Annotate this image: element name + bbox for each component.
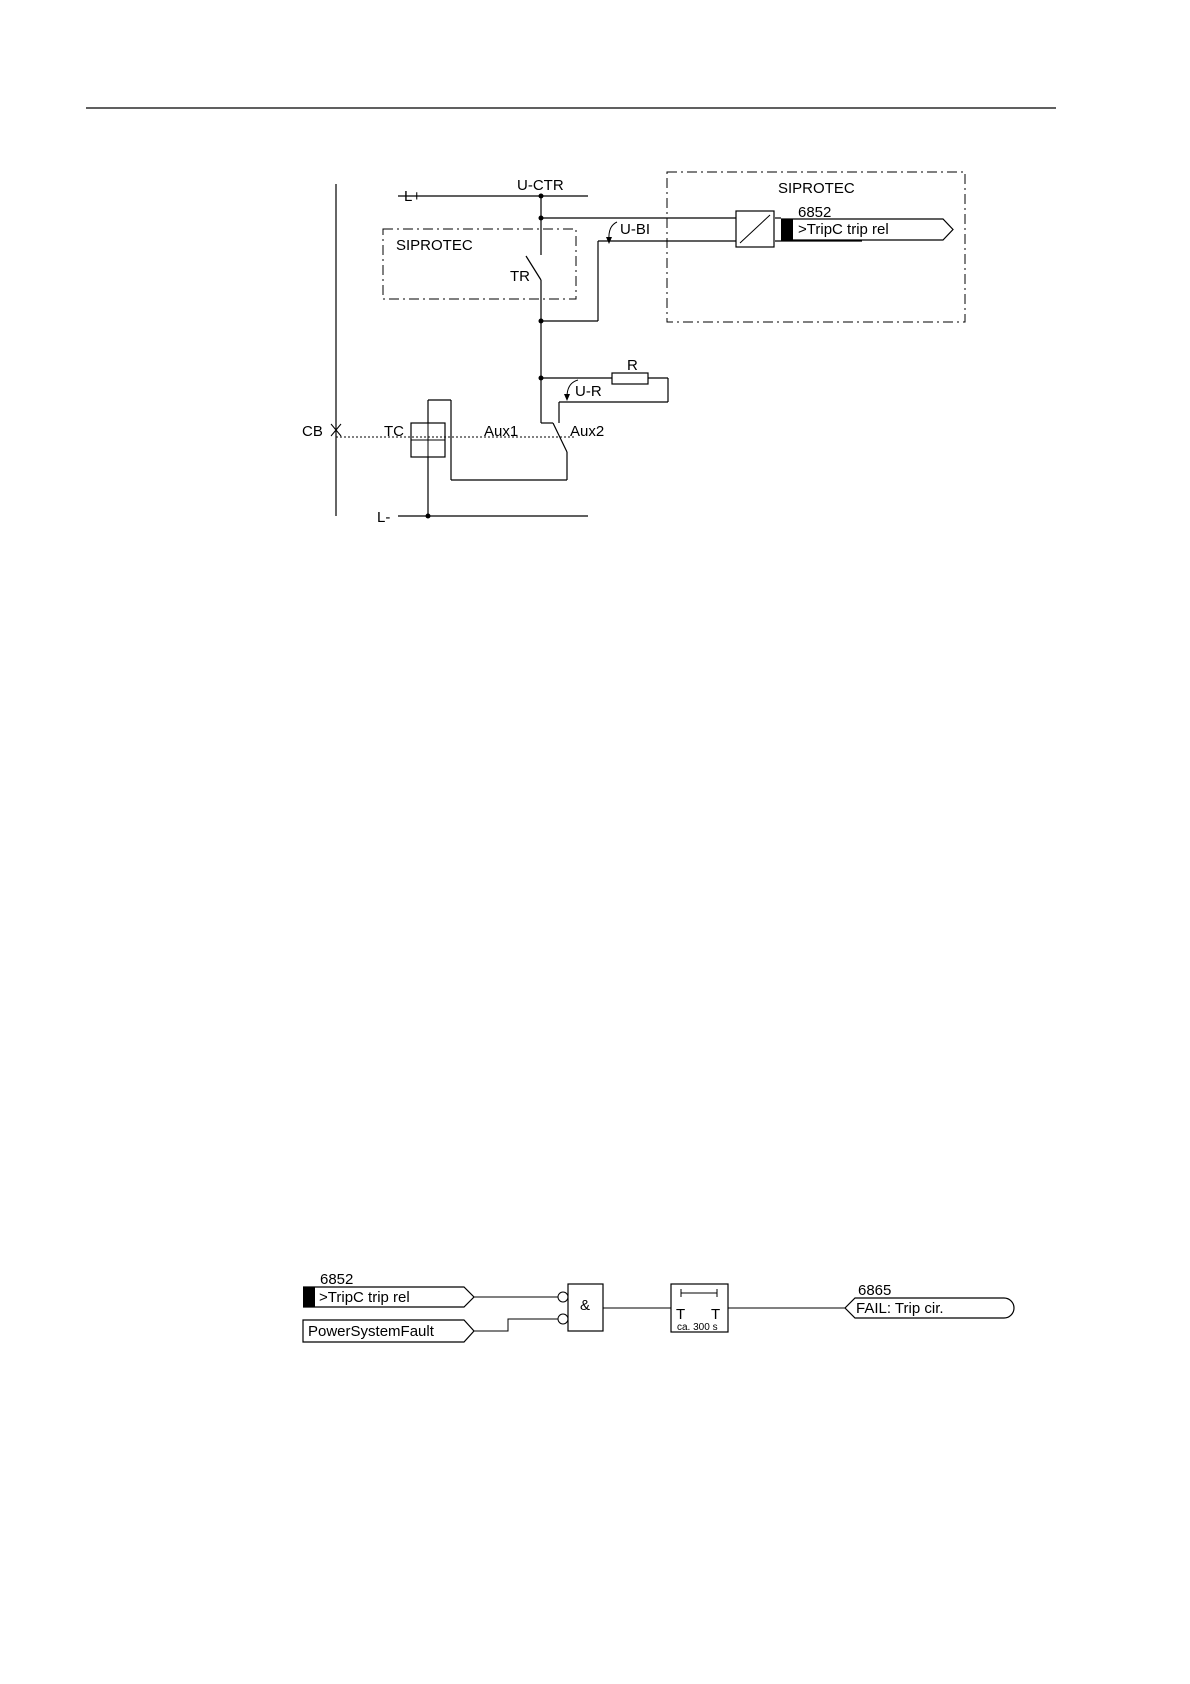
negation-circle xyxy=(558,1314,568,1324)
label-input-number: 6852 xyxy=(798,204,831,221)
and-gate-symbol: & xyxy=(580,1297,590,1314)
negation-circle xyxy=(558,1292,568,1302)
junction-dot xyxy=(426,514,431,519)
label-input-signal: >TripC trip rel xyxy=(798,221,889,238)
logic-input1-label: >TripC trip rel xyxy=(319,1289,410,1306)
label-tr: TR xyxy=(510,268,530,285)
timer-t-pickup: T xyxy=(676,1306,685,1323)
label-aux1: Aux1 xyxy=(484,423,518,440)
logic-input2-label: PowerSystemFault xyxy=(308,1323,435,1340)
resistor-r xyxy=(612,373,648,384)
label-aux2: Aux2 xyxy=(570,423,604,440)
label-siprotec-left: SIPROTEC xyxy=(396,237,473,254)
label-cb: CB xyxy=(302,423,323,440)
input-marker xyxy=(781,219,793,240)
logic-input1-marker xyxy=(303,1287,315,1307)
label-l-minus: L- xyxy=(377,509,390,526)
label-r: R xyxy=(627,357,638,374)
trip-circuit-diagram: L+ U-CTR SIPROTEC 6852 >TripC trip rel U… xyxy=(302,172,965,526)
label-siprotec-right: SIPROTEC xyxy=(778,180,855,197)
logic-input1-number: 6852 xyxy=(320,1271,353,1288)
label-l-plus: L+ xyxy=(404,188,421,205)
logic-output-label: FAIL: Trip cir. xyxy=(856,1300,944,1317)
label-tc: TC xyxy=(384,423,404,440)
trip-circuit-logic-diagram: 6852 >TripC trip rel PowerSystemFault & … xyxy=(303,1271,1014,1342)
timer-t-dropout: T xyxy=(711,1306,720,1323)
label-u-ctr: U-CTR xyxy=(517,177,564,194)
logic-output-number: 6865 xyxy=(858,1282,891,1299)
label-u-r: U-R xyxy=(575,383,602,400)
timer-value: ca. 300 s xyxy=(677,1322,718,1333)
label-u-bi: U-BI xyxy=(620,221,650,238)
